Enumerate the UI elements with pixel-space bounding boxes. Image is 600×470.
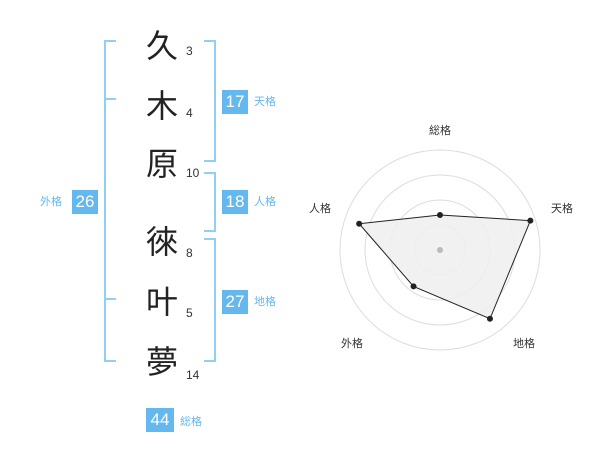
radar-point-right (527, 217, 534, 224)
jinkaku-bracket (204, 172, 216, 232)
radar-label-tenkaku: 天格 (551, 202, 573, 215)
radar-grid-ring (339, 149, 541, 351)
bracket-tick (106, 298, 116, 300)
radar-label-chikaku: 地格 (513, 337, 535, 350)
chikaku-label: 地格 (254, 295, 276, 308)
name-char-2: 木 (145, 87, 178, 125)
radar-label-soukaku: 総格 (429, 124, 451, 137)
stroke-count-3: 10 (186, 166, 200, 180)
stroke-count-2: 4 (186, 106, 193, 120)
soukaku-label: 総格 (180, 415, 202, 428)
bracket-tick (106, 98, 116, 100)
radar-point-top (437, 212, 443, 218)
stroke-count-5: 5 (186, 306, 193, 320)
stroke-count-6: 14 (186, 368, 200, 382)
chikaku-value-box: 27 (222, 290, 248, 314)
radar-point-left (356, 220, 363, 227)
gaikaku-label: 外格 (40, 195, 62, 208)
radar-point-bottom_left (410, 283, 417, 290)
jinkaku-label: 人格 (254, 195, 276, 208)
radar-point-bottom_right (486, 315, 493, 322)
radar-label-gaikaku: 外格 (341, 337, 363, 350)
gaikaku-value-box: 26 (72, 190, 98, 214)
name-char-6: 夢 (145, 343, 178, 381)
stroke-count-4: 8 (186, 246, 193, 260)
chikaku-bracket (204, 238, 216, 362)
tenkaku-value-box: 17 (222, 90, 248, 114)
radar-center-dot (437, 247, 443, 253)
tenkaku-label: 天格 (254, 95, 276, 108)
gaikaku-bracket (104, 40, 116, 362)
name-char-1: 久 (145, 27, 178, 65)
jinkaku-value-box: 18 (222, 190, 248, 214)
soukaku-value-box: 44 (146, 408, 174, 432)
tenkaku-bracket (204, 40, 216, 162)
radar-polygon (358, 214, 532, 320)
name-char-4: 徠 (145, 223, 178, 261)
name-char-3: 原 (145, 145, 178, 183)
name-char-5: 叶 (145, 283, 178, 321)
radar-label-jinkaku: 人格 (309, 202, 331, 215)
stroke-count-1: 3 (186, 44, 193, 58)
